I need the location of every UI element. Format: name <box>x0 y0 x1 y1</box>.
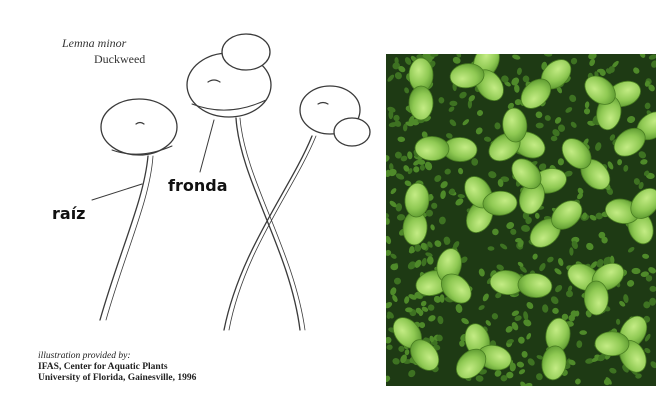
frond-label: fronda <box>168 176 227 195</box>
common-name: Duckweed <box>94 52 145 67</box>
frond-left <box>101 99 177 155</box>
credit-line: University of Florida, Gainesville, 1996 <box>38 373 196 384</box>
root-right <box>224 136 312 330</box>
root-left <box>100 156 148 320</box>
duckweed-photo <box>386 54 656 386</box>
frond-leaf <box>584 281 609 315</box>
granule <box>579 330 587 335</box>
root-pointer <box>92 184 142 200</box>
frond-leaf <box>595 331 629 356</box>
frond-leaf <box>409 86 433 120</box>
granule <box>405 307 413 312</box>
duckweed-photo-drawing <box>386 54 656 386</box>
root-label: raíz <box>52 204 85 223</box>
frond-middle-bud <box>222 34 270 70</box>
species-name: Lemna minor <box>62 36 126 51</box>
credit-line: illustration provided by: <box>38 351 196 362</box>
credit-line: IFAS, Center for Aquatic Plants <box>38 362 196 373</box>
illustration-credit: illustration provided by: IFAS, Center f… <box>38 351 196 384</box>
frond-pointer <box>200 120 214 172</box>
frond-right-bud <box>334 118 370 146</box>
